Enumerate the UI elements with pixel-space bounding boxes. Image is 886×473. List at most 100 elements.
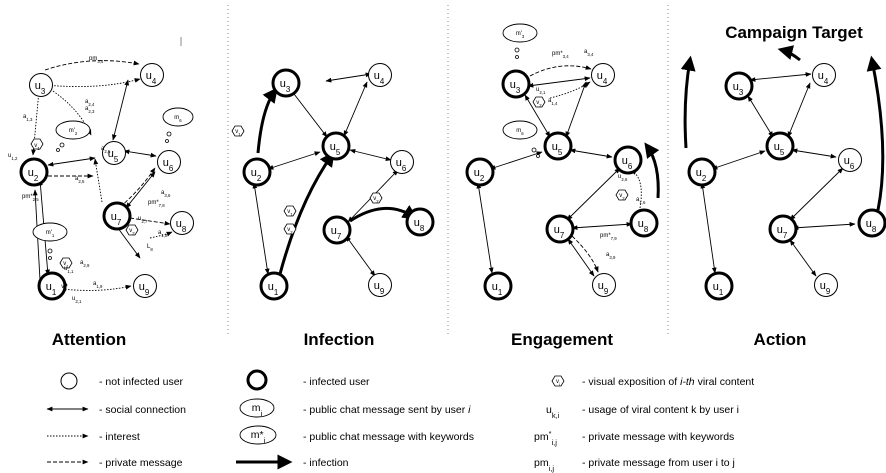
node-eng-u9: u9 — [598, 280, 609, 296]
node-inf-u9: u9 — [374, 280, 385, 296]
cloud-label-m3-3: m'3 — [516, 31, 525, 39]
node-inf-u1: u1 — [268, 281, 279, 297]
node-eng-u8: u8 — [638, 218, 649, 234]
viral-content-symbol — [551, 375, 565, 387]
node-eng-u1: u1 — [492, 281, 503, 297]
viral-label-inf-v2-6: v2 — [287, 227, 293, 235]
legend-not-infected: - not infected user — [99, 376, 184, 388]
edge-label-u27: u2,7 — [138, 216, 148, 224]
legend-pm-keywords: - private message with keywords — [582, 431, 734, 443]
edge-label-a13: a1,3 — [23, 114, 33, 122]
node-att-u1: u1 — [46, 281, 57, 297]
legend-symbol-pmstar: pm*i,j — [534, 429, 557, 447]
node-eng-u5: u5 — [552, 141, 563, 157]
edge-label-u12: u1,2 — [8, 153, 18, 161]
campaign-target-label: Campaign Target — [725, 23, 863, 42]
edge-label-e_pmstar79: pm*7,9 — [600, 233, 617, 241]
node-act-u6: u6 — [844, 155, 855, 171]
edge-label-e_a16: a1,6 — [636, 197, 646, 205]
node-att-u7: u7 — [111, 211, 122, 227]
node-att-u6: u6 — [163, 157, 174, 173]
legend-interest: - interest — [99, 431, 140, 443]
legend-symbol-uki: uk,i — [546, 404, 560, 420]
edge-label-a36: a3,6 — [161, 190, 171, 198]
node-act-u4: u4 — [818, 70, 829, 86]
node-eng-u3: u3 — [510, 79, 521, 95]
edge-label-a18: a1,8 — [158, 230, 168, 238]
edge-label-l8: L8 — [147, 244, 153, 252]
viral-label-inf-v1-5: v1 — [287, 209, 293, 217]
legend-public-chat: - public chat message sent by user i — [303, 404, 471, 416]
action-panel — [680, 45, 886, 301]
node-inf-u4: u4 — [374, 70, 385, 86]
node-inf-u2: u2 — [251, 167, 262, 183]
panel-title-action: Action — [754, 330, 807, 349]
viral-label-eng-v2-9: v2 — [619, 193, 625, 201]
edge-label-u21: u2,1 — [72, 296, 82, 304]
edge-label-u11: u1,1 — [64, 266, 74, 274]
legend-pm-ij: - private message from user i to j — [582, 457, 735, 469]
edge-label-e_a14: a1,4 — [548, 98, 558, 106]
node-att-u5: u5 — [108, 148, 119, 164]
legend-symbol-mstar: m*i — [251, 429, 266, 445]
viral-label-att-v2-3: v2 — [129, 228, 135, 236]
legend-symbol-pm: pmi,j — [534, 457, 554, 473]
node-inf-u6: u6 — [396, 157, 407, 173]
edge-label-a24: a2,4 — [85, 99, 95, 107]
viral-label-inf-v1-4: v1 — [235, 129, 241, 137]
node-act-u1: u1 — [713, 281, 724, 297]
viral-label-inf-v2-7: v2 — [373, 196, 379, 204]
node-inf-u3: u3 — [280, 78, 291, 94]
node-act-u5: u5 — [774, 141, 785, 157]
legend-symbol-mi: mi — [252, 402, 263, 418]
legend-infection: - infection — [303, 457, 349, 469]
node-att-u2: u2 — [28, 167, 39, 183]
edge-label-pm34: pm3,4 — [89, 56, 104, 64]
legend-visual: - visual exposition of i-th viral conten… — [582, 376, 754, 388]
node-act-u2: u2 — [696, 167, 707, 183]
infection-panel — [231, 63, 435, 301]
legend-symbol-vi: vi — [556, 379, 560, 387]
edge-label-a25: a2,5 — [101, 146, 111, 154]
legend-public-keywords: - public chat message with keywords — [303, 431, 474, 443]
attention-panel — [19, 60, 194, 301]
node-act-u9: u9 — [820, 280, 831, 296]
viral-label-eng-v2-8: v2 — [536, 100, 542, 108]
edge-label-e_a34: a3,4 — [584, 49, 594, 57]
legend-social: - social connection — [99, 404, 186, 416]
edge-label-a25b: a2,5 — [75, 176, 85, 184]
edge-label-pmstar78: pm*7,8 — [148, 200, 165, 208]
node-att-u4: u4 — [146, 70, 157, 86]
viral-label-att-v1-1: v1 — [63, 261, 69, 269]
node-eng-u4: u4 — [597, 70, 608, 86]
edge-label-e_pmstar34: pm*3,4 — [552, 51, 569, 59]
node-eng-u7: u7 — [554, 224, 565, 240]
cloud-label-m6-4: m6 — [516, 128, 524, 136]
edge-label-a23: a2,3 — [85, 106, 95, 114]
edge-label-a19: a1,9 — [93, 281, 103, 289]
engagement-panel — [465, 23, 660, 301]
node-inf-u8: u8 — [414, 217, 425, 233]
cloud-label-m1-2: m'1 — [46, 230, 55, 238]
cloud-label-m2-0: m'2 — [69, 128, 78, 136]
viral-label-att-v2-2: v2 — [61, 284, 67, 292]
legend-private: - private message — [99, 457, 183, 469]
legend — [46, 369, 565, 470]
public-chat-symbol — [239, 398, 275, 418]
panel-title-engagement: Engagement — [511, 330, 613, 349]
node-att-u9: u9 — [139, 281, 150, 297]
cloud-label-m6-1: m6 — [174, 115, 182, 123]
node-att-u8: u8 — [176, 218, 187, 234]
public-chat-keywords-symbol — [239, 425, 277, 445]
node-eng-u2: u2 — [474, 167, 485, 183]
edge-label-e_u21: u2,1 — [536, 87, 546, 95]
viral-label-att-v1-0: v1 — [34, 143, 40, 151]
edge-label-e_a39: a3,9 — [606, 252, 616, 260]
node-inf-u5: u5 — [330, 141, 341, 157]
edge-label-pmstar25: pm*2,5 — [22, 194, 39, 202]
node-inf-u7: u7 — [331, 225, 342, 241]
node-act-u7: u7 — [777, 224, 788, 240]
node-act-u3: u3 — [733, 81, 744, 97]
node-att-u3: u3 — [35, 80, 46, 96]
